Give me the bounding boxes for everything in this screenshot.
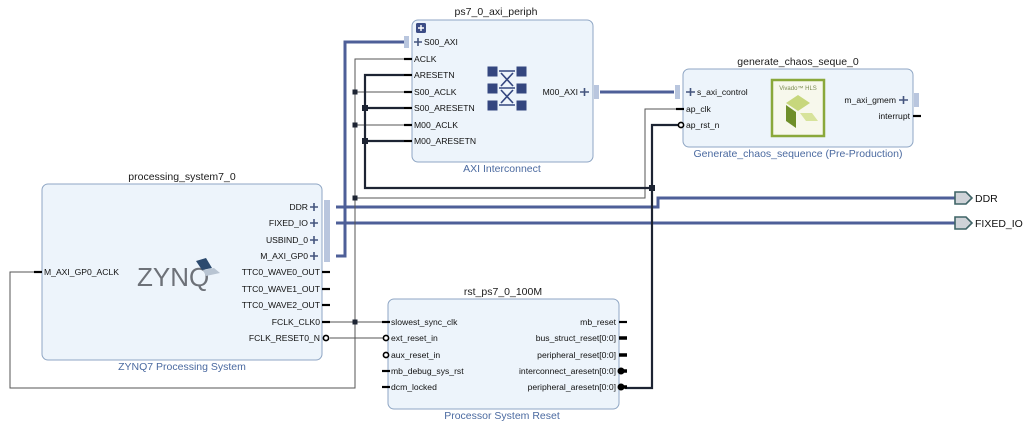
port-s00-axi[interactable]: S00_AXI xyxy=(424,37,458,47)
block-processor-system-reset[interactable]: rst_ps7_0_100M Processor System Reset sl… xyxy=(382,286,627,422)
junction-dot xyxy=(649,185,655,191)
port-ttc0-wave2-out[interactable]: TTC0_WAVE2_OUT xyxy=(242,300,321,310)
port-interconnect-aresetn[interactable]: interconnect_aresetn[0:0] xyxy=(519,366,616,376)
vivado-hls-logo-icon: Vivado™ HLS xyxy=(770,78,826,138)
port-s-axi-control[interactable]: s_axi_control xyxy=(697,87,748,97)
bus-connector-icon xyxy=(914,93,919,107)
external-port-label: DDR xyxy=(975,193,998,205)
port-peripheral-reset[interactable]: peripheral_reset[0:0] xyxy=(537,350,616,360)
port-m-axi-gp0[interactable]: M_AXI_GP0 xyxy=(260,251,308,261)
expand-port-plus-icon[interactable] xyxy=(899,96,908,104)
port-m-axi-gp0-aclk[interactable]: M_AXI_GP0_ACLK xyxy=(44,267,119,277)
port-mb-debug-sys-rst[interactable]: mb_debug_sys_rst xyxy=(391,366,464,376)
junction-dot xyxy=(352,89,358,95)
port-fclk-clk0[interactable]: FCLK_CLK0 xyxy=(272,317,320,327)
zynq-logo-icon: ZYNQ xyxy=(137,258,220,292)
port-peripheral-aresetn[interactable]: peripheral_aresetn[0:0] xyxy=(528,382,616,392)
active-low-marker-icon xyxy=(382,351,390,359)
bus-connector-icon xyxy=(324,200,330,262)
logo-text: ZYNQ xyxy=(137,262,209,292)
bus-connector-icon xyxy=(594,85,599,99)
block-axi-interconnect[interactable]: ps7_0_axi_periph AXI Interconnect S00_AX… xyxy=(404,6,599,175)
expand-port-plus-icon[interactable] xyxy=(310,252,318,260)
expand-port-plus-icon[interactable] xyxy=(414,38,422,46)
port-dcm-locked[interactable]: dcm_locked xyxy=(391,382,437,392)
logo-text: Vivado™ HLS xyxy=(779,85,817,92)
port-ext-reset-in[interactable]: ext_reset_in xyxy=(391,333,438,343)
port-fixed-io[interactable]: FIXED_IO xyxy=(269,218,308,228)
expand-port-plus-icon[interactable] xyxy=(310,203,318,211)
port-fclk-reset0-n[interactable]: FCLK_RESET0_N xyxy=(249,333,320,343)
block-instance-name: processing_system7_0 xyxy=(128,171,236,183)
port-s00-aclk[interactable]: S00_ACLK xyxy=(414,87,457,97)
port-mb-reset[interactable]: mb_reset xyxy=(580,317,616,327)
net-fclk-clk0[interactable] xyxy=(9,58,681,389)
block-subtitle: ZYNQ7 Processing System xyxy=(118,361,246,373)
nets xyxy=(9,40,955,390)
external-port-label: FIXED_IO xyxy=(975,218,1023,230)
block-instance-name: rst_ps7_0_100M xyxy=(464,286,542,298)
port-ap-clk[interactable]: ap_clk xyxy=(686,104,712,114)
port-interrupt[interactable]: interrupt xyxy=(878,111,910,121)
port-m00-axi[interactable]: M00_AXI xyxy=(543,87,578,97)
junction-dot xyxy=(362,138,368,144)
active-low-marker-icon xyxy=(382,334,390,342)
junction-dot xyxy=(362,105,368,111)
port-aux-reset-in[interactable]: aux_reset_in xyxy=(391,350,440,360)
net-ddr[interactable] xyxy=(336,196,955,209)
port-ttc0-wave0-out[interactable]: TTC0_WAVE0_OUT xyxy=(242,267,321,277)
expand-hierarchy-button[interactable] xyxy=(416,23,426,33)
external-port-arrow-icon xyxy=(954,191,974,205)
port-usbind-0[interactable]: USBIND_0 xyxy=(266,235,308,245)
port-m00-aclk[interactable]: M00_ACLK xyxy=(414,120,458,130)
block-generate-chaos-sequence[interactable]: generate_chaos_seque_0 Generate_chaos_se… xyxy=(675,56,921,160)
port-slowest-sync-clk[interactable]: slowest_sync_clk xyxy=(391,317,458,327)
block-instance-name: generate_chaos_seque_0 xyxy=(737,56,859,68)
external-port-arrow-icon xyxy=(954,216,974,230)
block-subtitle: Generate_chaos_sequence (Pre-Production) xyxy=(694,148,903,160)
block-subtitle: AXI Interconnect xyxy=(463,163,541,175)
port-bus-struct-reset[interactable]: bus_struct_reset[0:0] xyxy=(536,333,616,343)
plus-icon xyxy=(418,25,424,31)
block-subtitle: Processor System Reset xyxy=(444,410,560,422)
external-port-fixed-io[interactable]: FIXED_IO xyxy=(954,216,1023,230)
port-s00-aresetn[interactable]: S00_ARESETN xyxy=(414,103,475,113)
net-peripheral-aresetn[interactable] xyxy=(363,73,681,390)
bus-connector-icon xyxy=(404,36,409,48)
expand-port-plus-icon[interactable] xyxy=(310,236,318,244)
block-processing-system7[interactable]: processing_system7_0 ZYNQ7 Processing Sy… xyxy=(34,171,330,373)
junction-dot xyxy=(352,319,358,325)
expand-port-plus-icon[interactable] xyxy=(580,88,589,96)
port-aclk[interactable]: ACLK xyxy=(414,54,437,64)
junction-dot xyxy=(352,195,358,201)
port-ap-rst-n[interactable]: ap_rst_n xyxy=(686,120,720,130)
active-low-marker-icon xyxy=(322,334,330,342)
active-low-marker-icon xyxy=(677,121,685,129)
port-aresetn[interactable]: ARESETN xyxy=(414,70,455,80)
external-port-ddr[interactable]: DDR xyxy=(954,191,998,205)
expand-port-plus-icon[interactable] xyxy=(310,219,318,227)
junction-dot xyxy=(352,122,358,128)
port-ttc0-wave1-out[interactable]: TTC0_WAVE1_OUT xyxy=(242,284,321,294)
net-m-axi-gp0-to-s00-axi[interactable] xyxy=(336,40,404,258)
bus-connector-icon xyxy=(675,85,680,99)
axi-crossbar-icon xyxy=(487,66,527,111)
expand-port-plus-icon[interactable] xyxy=(686,88,695,96)
block-instance-name: ps7_0_axi_periph xyxy=(455,6,538,18)
port-m00-aresetn[interactable]: M00_ARESETN xyxy=(414,136,476,146)
port-ddr[interactable]: DDR xyxy=(289,202,308,212)
port-m-axi-gmem[interactable]: m_axi_gmem xyxy=(844,95,896,105)
